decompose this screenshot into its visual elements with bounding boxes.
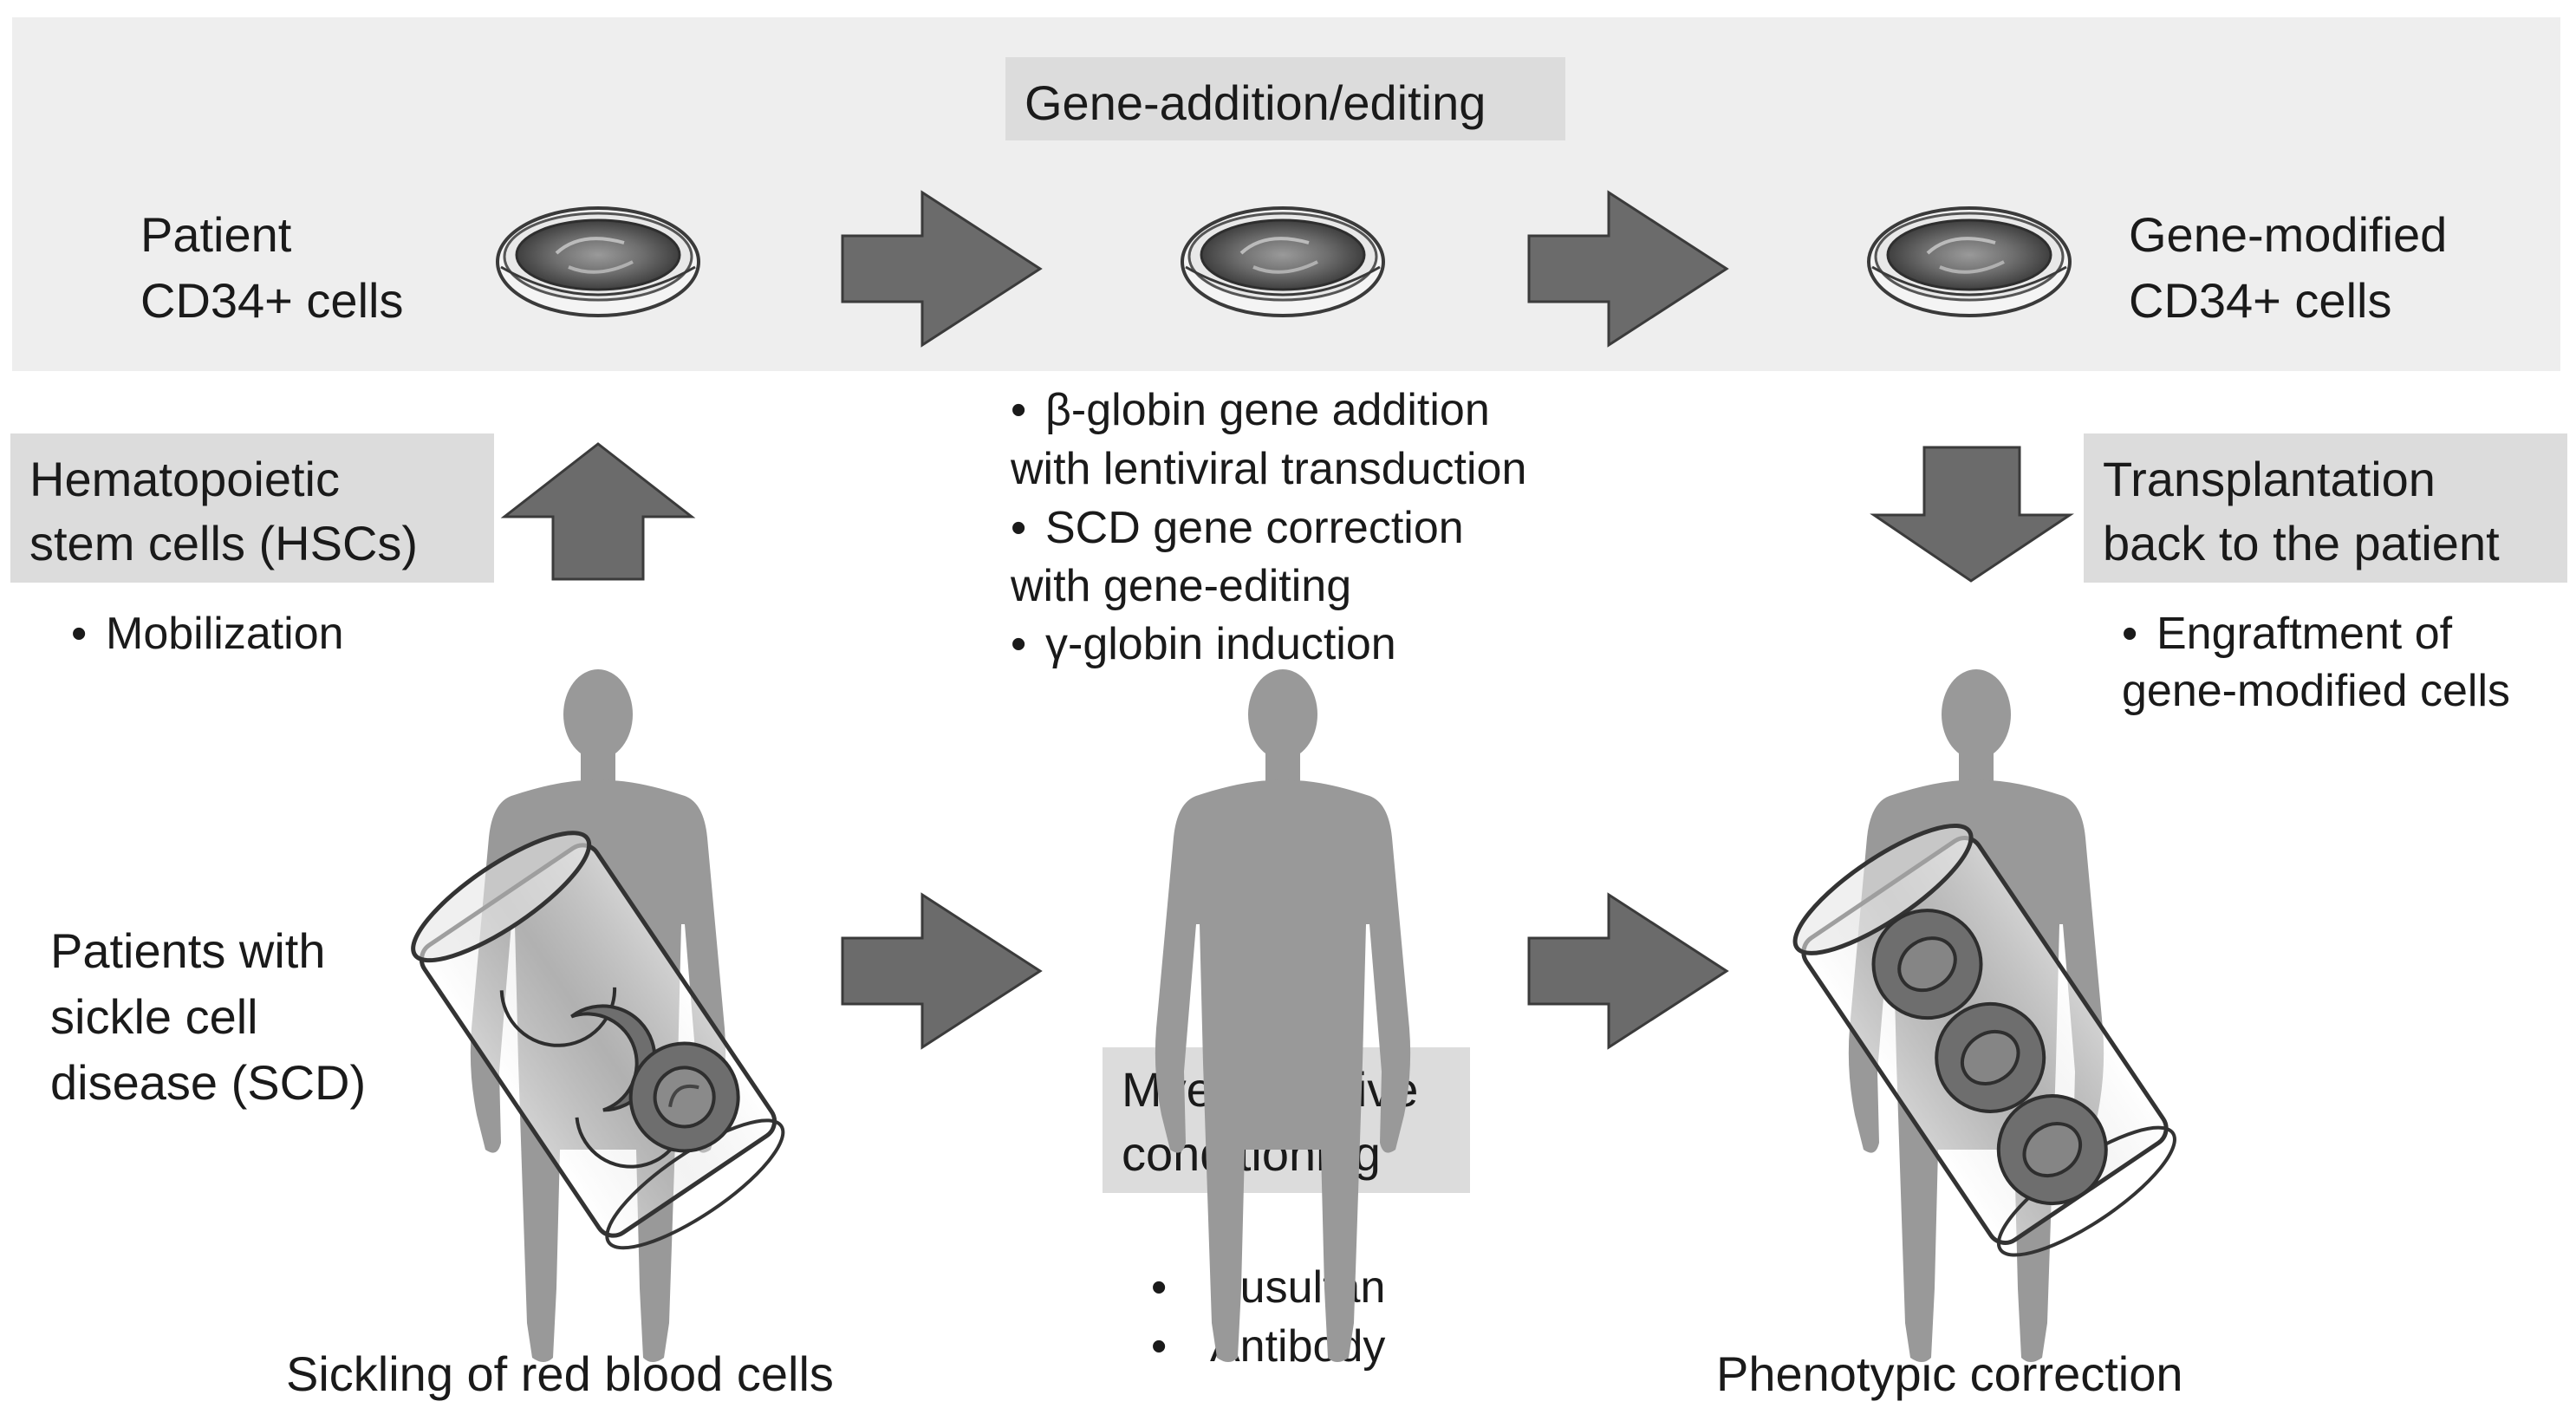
mobilization-bullet-dot: • (71, 609, 88, 659)
patients-scd-label-line1: Patients with (50, 923, 326, 978)
method-line-3: SCD gene correction (1045, 503, 1464, 553)
gene-addition-title: Gene-addition/editing (1025, 75, 1486, 130)
normal-cell-vessel (1792, 823, 2176, 1257)
antibody-bullet-dot: • (1151, 1321, 1168, 1372)
sickle-cell-vessel (411, 831, 785, 1250)
patient-figure-center (1155, 669, 1411, 1362)
engraftment-bullet-dot: • (2122, 609, 2138, 659)
transplant-down-arrow (1870, 446, 2074, 583)
transplant-label-box (2084, 433, 2567, 583)
arrow-to-correction (1527, 893, 1728, 1049)
mobilization-up-arrow (500, 442, 696, 581)
patient-cd34-label-line2: CD34+ cells (140, 273, 404, 328)
patients-scd-label-line3: disease (SCD) (50, 1055, 367, 1110)
method-line-2: with lentiviral transduction (1011, 444, 1527, 494)
phenotypic-correction-caption: Phenotypic correction (1716, 1346, 2183, 1401)
arrow-to-modified (1527, 191, 1728, 347)
transplant-label-line2: back to the patient (2103, 516, 2500, 570)
patients-scd-label-line2: sickle cell (50, 989, 258, 1044)
sickling-caption: Sickling of red blood cells (286, 1346, 834, 1401)
engraftment-bullet-line1: Engraftment of (2156, 609, 2453, 659)
method-bullet-dot-1: • (1011, 385, 1027, 435)
gene-modified-cd34-label-line1: Gene-modified (2129, 207, 2448, 262)
arrow-to-conditioning (841, 893, 1042, 1049)
antibody-label: Antibody (1210, 1321, 1386, 1372)
engraftment-bullet-line2: gene-modified cells (2122, 666, 2511, 716)
hsc-label-box (10, 433, 494, 583)
method-line-5: γ-globin induction (1045, 619, 1396, 669)
patient-cd34-label-line1: Patient (140, 207, 292, 262)
method-bullet-dot-2: • (1011, 503, 1027, 553)
gene-addition-title-box (1005, 57, 1565, 140)
busulfan-bullet-dot: • (1151, 1262, 1168, 1313)
arrow-to-editing (841, 191, 1042, 347)
hsc-label-line1: Hematopoietic (29, 452, 340, 506)
method-bullet-dot-3: • (1011, 619, 1027, 669)
hsc-label-line2: stem cells (HSCs) (29, 516, 419, 570)
patient-cells-dish (496, 206, 700, 317)
method-line-1: β-globin gene addition (1045, 385, 1490, 435)
mobilization-bullet: Mobilization (106, 609, 344, 659)
editing-dish (1181, 206, 1385, 317)
method-line-4: with gene-editing (1011, 561, 1352, 611)
gene-modified-cd34-label-line2: CD34+ cells (2129, 273, 2392, 328)
modified-cells-dish (1867, 206, 2072, 317)
transplant-label-line1: Transplantation (2103, 452, 2436, 506)
